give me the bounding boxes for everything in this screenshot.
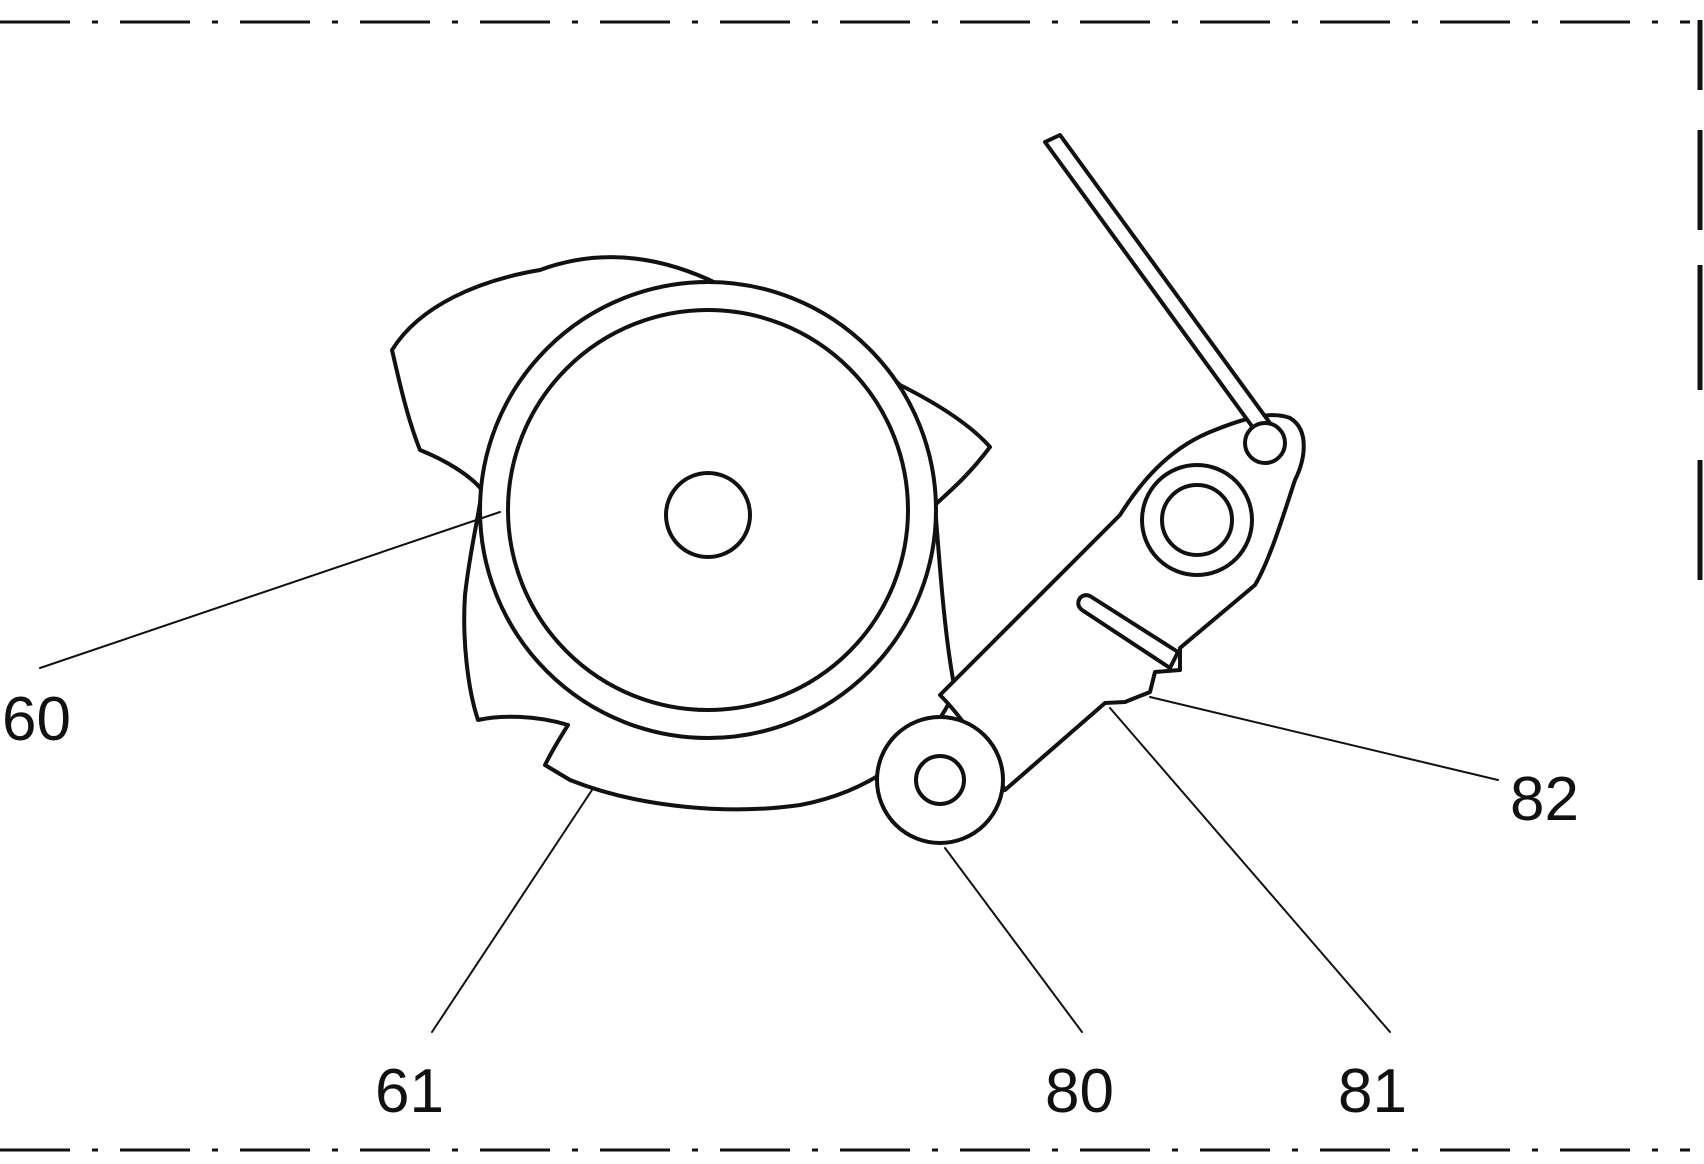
callout-61: 61: [375, 1057, 444, 1126]
push-rod: [1043, 133, 1277, 442]
lever-top-pin: [1243, 421, 1287, 465]
callout-80: 80: [1045, 1057, 1114, 1126]
part-60-inner-ring: [506, 308, 910, 712]
part-81-lever-arm: [938, 413, 1306, 792]
callout-81: 81: [1338, 1057, 1407, 1126]
leader-line-80: [944, 847, 1083, 1033]
callout-82: 82: [1510, 765, 1579, 834]
leader-line-81: [1109, 707, 1391, 1033]
leader-line-82: [1149, 696, 1499, 781]
lever-pivot-boss-inner: [1160, 483, 1234, 557]
part-80-roller-inner: [914, 754, 966, 806]
leader-line-60: [39, 511, 501, 669]
leader-line-61: [431, 789, 593, 1033]
callout-60: 60: [2, 685, 71, 754]
part-60-center-hub: [664, 471, 752, 559]
part-82-slot: [1076, 593, 1180, 670]
